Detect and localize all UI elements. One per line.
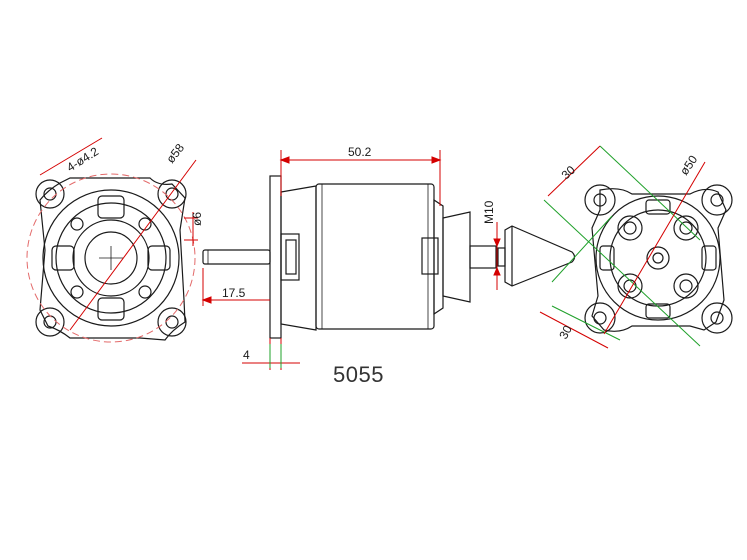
dim-mount-circle: ø58 [163,141,187,166]
front-mount-circle-hidden [26,173,196,343]
front-view [35,177,187,341]
side-rear-adapter [442,211,471,303]
rear-screw-2 [673,215,699,241]
side-extension-lines [269,344,282,368]
rear-lug-tr [701,184,733,216]
rear-screw-3 [617,273,643,299]
dim-body-length: 50.2 [348,145,372,159]
side-adapter-ring-inner [285,239,297,275]
rear-view [584,184,733,334]
front-hub-outer [72,219,150,297]
front-lug-br [157,307,187,337]
side-flange [269,175,282,339]
front-spoke-top [97,195,125,219]
side-motor-can [315,183,435,330]
dim-outer-circle-rear: ø50 [677,152,701,177]
side-rear-bracket [421,237,439,275]
dim-spacing-side: 30 [556,323,575,342]
side-view [202,175,497,339]
model-number: 5055 [333,362,384,387]
front-lug-bl [35,307,65,337]
rear-dimensions-red [539,145,706,349]
rear-shaft-inner [652,252,664,264]
side-shaft [202,249,271,265]
side-thread-stub [469,245,497,269]
front-lug-br-hole [165,315,179,329]
rear-screw-4 [673,273,699,299]
front-lug-tl [35,179,65,209]
front-spoke-left [51,245,75,271]
rear-lug-tl [584,184,616,216]
rear-window-right [701,245,717,271]
prop-adapter-cone [497,225,576,287]
rear-screw-1 [617,215,643,241]
front-body-outer [42,189,180,327]
rear-lug-bl-hole [593,311,607,325]
rear-dimensions-green [543,145,701,347]
rear-lug-tr-hole [710,193,724,207]
rear-lug-tl-hole [593,193,607,207]
rear-window-left [599,245,615,271]
front-hole-2 [138,217,152,231]
dim-spacing-top: 30 [559,163,579,183]
rear-shaft-outer [646,246,670,270]
front-spoke-bottom [97,297,125,321]
front-hole-1 [70,217,84,231]
rear-lug-br [701,302,733,334]
dim-shaft-length: 17.5 [222,286,246,300]
dim-flange: 4 [243,348,250,362]
front-hole-4 [138,285,152,299]
rear-body-ring [609,209,707,307]
side-dimensions [201,150,501,370]
front-mount-plate [39,177,186,341]
dim-holes: 4-ø4.2 [64,144,101,174]
front-dimensions [39,137,198,331]
front-lug-tr [157,179,187,209]
rear-lug-br-hole [710,311,724,325]
rear-lug-bl [584,302,616,334]
rear-window-bottom [645,303,671,319]
front-hole-3 [70,285,84,299]
dim-shaft: ø6 [190,212,204,226]
rear-window-top [645,199,671,215]
front-hub-inner [84,231,138,285]
rear-body-outer [595,195,721,321]
front-body-ring [55,202,167,314]
side-adapter-ring [280,233,300,281]
dim-thread: M10 [482,200,496,224]
front-spoke-right [147,245,171,271]
